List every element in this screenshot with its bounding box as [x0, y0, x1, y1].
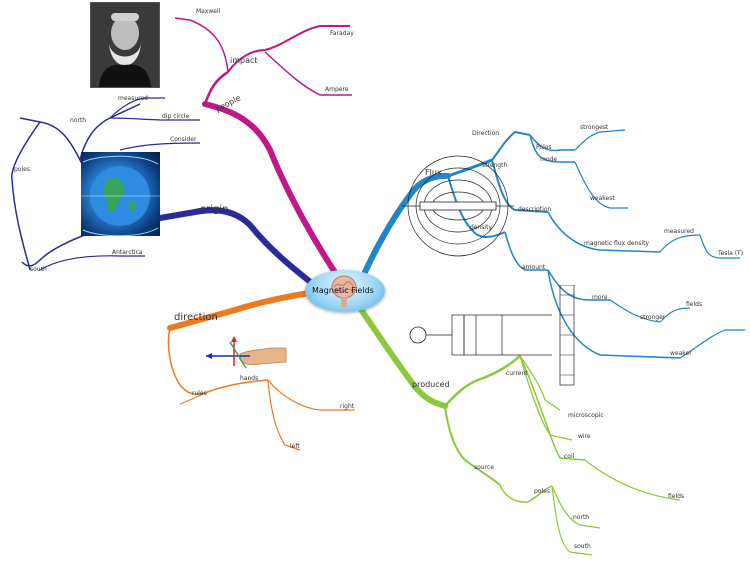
origin-branch: [157, 207, 321, 291]
impact-label: impact: [230, 56, 258, 65]
flux-label: Flux: [425, 168, 442, 177]
produced-label: produced: [412, 380, 450, 389]
origin-antarctica-label: Antarctica: [112, 249, 143, 256]
direction-left-label: left: [290, 443, 300, 450]
flux-direction-label: Direction: [472, 130, 500, 137]
direction-rules-label: rules: [192, 390, 207, 397]
flux-fields-label: fields: [686, 301, 703, 308]
produced-wire-label: wire: [578, 433, 591, 440]
origin-consider-label: Consider: [170, 136, 197, 143]
produced-current-label: current: [506, 370, 528, 377]
flux-strongest-label: strongest: [580, 124, 609, 131]
produced-poles-label: poles: [534, 488, 550, 495]
produced-microscopic-label: microscopic: [568, 412, 604, 419]
flux-stronger-label: stronger: [640, 314, 666, 321]
flux-weaker-label: weaker: [670, 350, 692, 357]
earth-image: [81, 152, 160, 236]
origin-poles-label: poles: [14, 166, 30, 173]
produced-source-label: source: [474, 464, 494, 471]
produced-branch: [357, 305, 448, 409]
origin-dip-circle-label: dip circle: [162, 113, 190, 120]
produced-fields-label: fields: [668, 493, 685, 500]
central-topic-label: Magnetic Fields: [312, 286, 374, 295]
flux-poles-label: Poles: [536, 144, 552, 151]
origin-south-label: south: [30, 266, 47, 273]
bar-magnet-flux-figure: [402, 155, 514, 257]
flux-amount-label: amount: [522, 264, 546, 271]
direction-right-label: right: [340, 403, 355, 410]
flux-magnetic-flux-density-label: magnetic flux density: [584, 240, 650, 247]
people-branch: [202, 101, 343, 283]
brain-icon: [331, 275, 357, 307]
impact-item-ampere: Ampere: [325, 86, 349, 93]
flux-tesla-label: Tesla (T): [718, 250, 744, 257]
produced-coil-label: coil: [564, 453, 575, 460]
origin-label: origin: [200, 204, 229, 215]
flux-mode-label: mode: [540, 156, 558, 163]
origin-north-label: north: [70, 117, 87, 124]
flux-more-label: more: [592, 294, 608, 301]
direction-label: direction: [174, 312, 218, 323]
flux-measured-label: measured: [664, 228, 694, 235]
portrait-image: [90, 2, 160, 88]
impact-item-maxwell: Maxwell: [196, 8, 221, 15]
flux-branch: [362, 172, 451, 275]
flux-weakest-label: weakest: [590, 195, 615, 202]
produced-south-label: south: [574, 543, 591, 550]
direction-hands-label: hands: [240, 375, 259, 382]
flux-strength-label: strength: [482, 162, 508, 169]
impact-item-faraday: Faraday: [330, 30, 354, 37]
transformer-circuit-figure: [409, 285, 575, 386]
flux-description-label: description: [518, 206, 552, 213]
produced-north-label: north: [573, 514, 590, 521]
flux-density-label: density: [470, 224, 492, 231]
origin-measured-label: measured: [118, 95, 148, 102]
right-hand-rule-image: [206, 336, 287, 369]
